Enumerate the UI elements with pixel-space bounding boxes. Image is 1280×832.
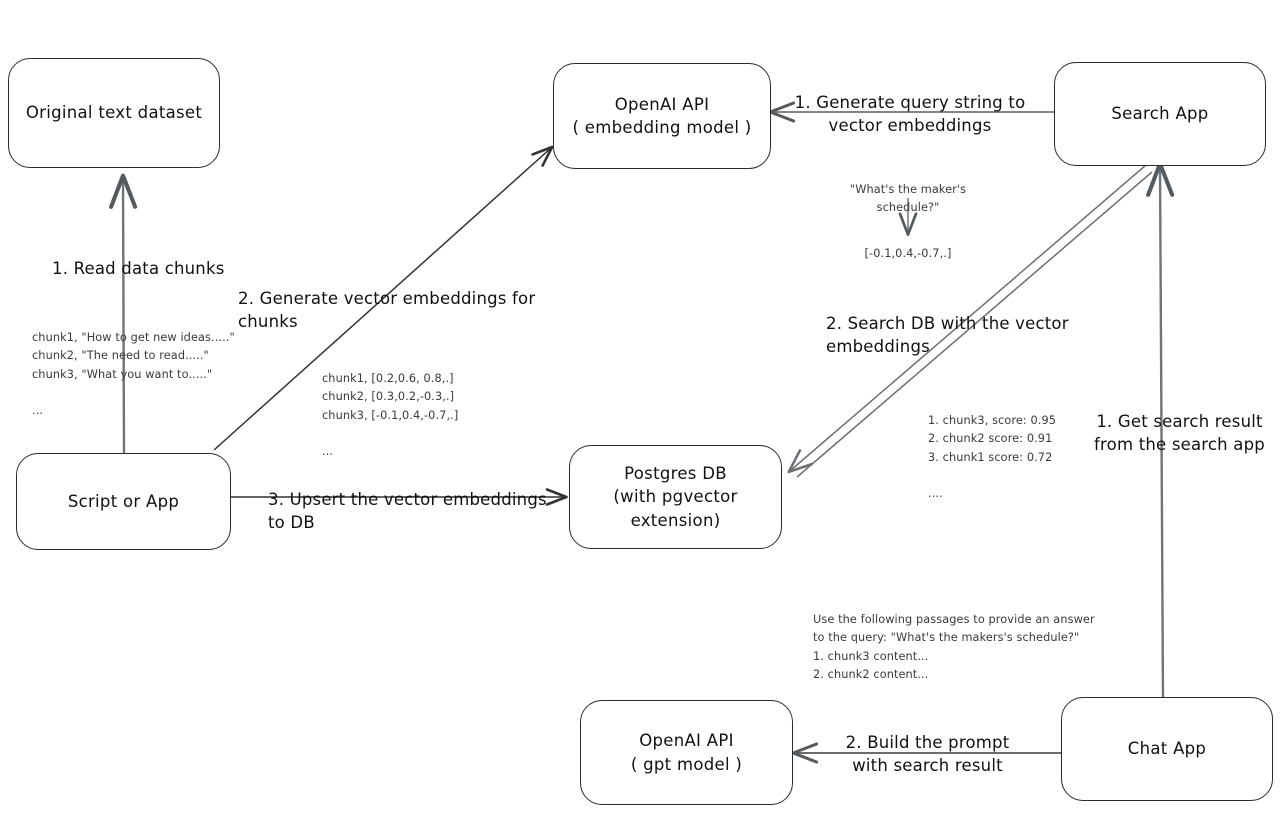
edge-label-build-prompt-line2: search result [893,756,1003,776]
node-search-app[interactable]: Search App [1054,62,1266,166]
edge-label-build-prompt: 2. Build the prompt with search result [840,731,1015,778]
note-prompt-text: Use the following passages to provide an… [813,613,1095,681]
edge-label-get-search-result: 1. Get search result from the search app [1092,410,1267,457]
edge-label-generate-query-embeddings: 1. Generate query string to vector embed… [790,91,1030,138]
note-chunk-embeddings: chunk1, [0.2,0.6, 0.8,.] chunk2, [0.3,0.… [322,372,459,459]
note-query-embedding: [-0.1,0.4,-0.7,.] [864,247,952,260]
note-query-string: "What's the maker's schedule?" [849,183,967,215]
note-raw-chunks: chunk1, "How to get new ideas....." chun… [32,331,235,418]
edge-label-generate-query-embeddings-line1: 1. Generate query string to vector [794,93,1026,136]
node-original-text-dataset[interactable]: Original text dataset [8,58,220,168]
node-chat-app-label: Chat App [1127,739,1207,759]
edge-label-get-search-result-line1: 1. Get search result [1096,412,1263,431]
node-search-app-label: Search App [1111,104,1209,124]
edge-script-to-dataset [109,173,138,456]
node-original-text-dataset-label: Original text dataset [25,103,203,123]
node-chat-app[interactable]: Chat App [1061,697,1273,801]
node-postgres-db[interactable]: Postgres DB (with pgvector extension) [569,445,782,549]
edge-script-to-embedding-api [213,145,554,451]
edge-label-generate-vector-embeddings: 2. Generate vector embeddings for chunks [238,289,536,332]
node-openai-embedding-api-label: OpenAI API [614,94,710,114]
node-openai-gpt-api-label: OpenAI API [639,731,734,751]
edge-label-get-search-result-line2: from the search app [1094,435,1265,455]
edge-chatapp-to-searchapp [1146,161,1175,701]
edge-label-search-db: 2. Search DB with the vector embeddings [826,314,1069,357]
edge-searchapp-to-postgres [787,164,1153,478]
node-postgres-db-label: Postgres DB [624,463,727,483]
edge-label-build-prompt-line1: 2. Build the prompt with [845,733,1010,776]
node-openai-embedding-api-sublabel: ( embedding model ) [572,118,752,137]
node-openai-embedding-api[interactable]: OpenAI API ( embedding model ) [553,63,771,169]
node-openai-gpt-api-sublabel: ( gpt model ) [630,754,743,774]
node-openai-gpt-api[interactable]: OpenAI API ( gpt model ) [580,700,793,805]
edge-label-upsert-to-db: 3. Upsert the vector embeddings to DB [268,490,547,533]
edge-label-read-data-chunks: 1. Read data chunks [52,259,225,278]
node-script-or-app[interactable]: Script or App [16,453,231,550]
node-script-or-app-label: Script or App [67,491,180,511]
edge-label-generate-query-embeddings-line2: embeddings [887,116,992,136]
note-search-results: 1. chunk3, score: 0.95 2. chunk2 score: … [928,414,1057,501]
node-postgres-db-sublabel: (with pgvector extension) [613,487,738,530]
